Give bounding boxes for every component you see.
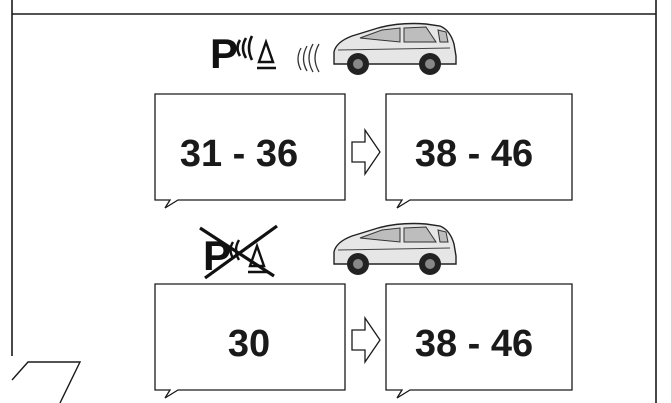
to-box-without-sensor: 38 - 46 <box>386 284 572 398</box>
from-value-with-sensor: 31 - 36 <box>180 133 298 175</box>
arrow-right-icon-second <box>352 318 380 362</box>
page-corner-fold <box>12 362 80 403</box>
sensor-letter: P <box>210 30 238 77</box>
from-box-without-sensor: 30 <box>155 284 345 398</box>
car-icon <box>334 24 456 76</box>
to-box-with-sensor: 38 - 46 <box>386 94 572 208</box>
to-value-with-sensor: 38 - 46 <box>415 133 533 175</box>
car-icon-second <box>334 224 456 276</box>
from-box-with-sensor: 31 - 36 <box>155 94 345 208</box>
crossed-parking-sensor-icon: P <box>200 226 277 279</box>
parking-sensor-icon: P <box>210 30 276 77</box>
arrow-right-icon <box>352 130 380 174</box>
sound-waves-icon <box>298 44 319 72</box>
from-value-without-sensor: 30 <box>228 323 270 365</box>
to-value-without-sensor: 38 - 46 <box>415 323 533 365</box>
